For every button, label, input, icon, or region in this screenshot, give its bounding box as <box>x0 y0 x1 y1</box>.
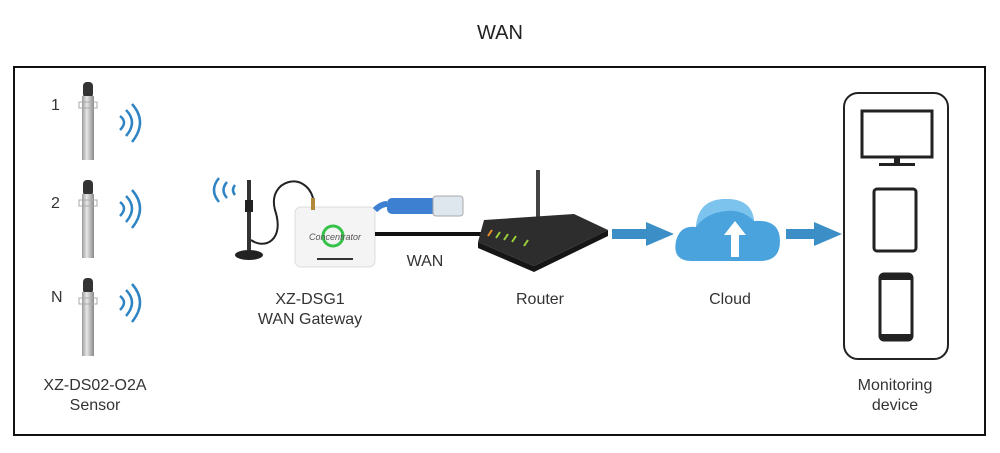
cloud-caption: Cloud <box>709 291 751 308</box>
gateway-model: XZ-DSG1 <box>275 291 345 308</box>
sensor-model: XZ-DS02-O2A <box>43 377 147 394</box>
sensor-2-icon <box>78 180 98 258</box>
gateway-device-text: Concentrator <box>309 232 362 242</box>
arrow-right-icon <box>612 222 674 246</box>
wireless-wave-icon <box>119 283 142 323</box>
antenna-icon <box>235 180 314 260</box>
sensor-caption: Sensor <box>69 397 121 414</box>
monitoring-caption-line2: device <box>871 397 919 414</box>
monitoring-device-panel <box>843 92 949 360</box>
tablet-icon <box>872 187 918 253</box>
monitor-icon <box>860 109 934 166</box>
sensor-group <box>78 82 142 356</box>
gateway-caption: WAN Gateway <box>257 311 363 328</box>
wan-link-label: WAN <box>406 253 444 270</box>
wireless-wave-icon <box>119 103 142 143</box>
wireless-wave-icon <box>119 189 142 229</box>
sensor-n-icon <box>78 278 98 356</box>
arrow-right-icon <box>786 222 842 246</box>
wireless-wave-icon <box>212 177 237 203</box>
upload-arrow-icon <box>724 221 746 257</box>
router-icon <box>478 170 608 272</box>
monitoring-caption-line1: Monitoring <box>857 377 933 394</box>
router-caption: Router <box>515 291 565 308</box>
diagram-title: WAN <box>477 22 523 44</box>
sensor-2-label: 2 <box>51 195 60 212</box>
phone-icon <box>878 272 914 342</box>
gateway-icon: Concentrator <box>212 177 376 268</box>
ethernet-cable-icon <box>372 195 485 236</box>
diagram-frame <box>13 66 986 436</box>
sensor-n-label: N <box>51 289 63 306</box>
sensor-1-label: 1 <box>51 97 60 114</box>
sensor-1-icon <box>78 82 98 160</box>
wan-link-line <box>375 232 485 236</box>
cloud-icon <box>675 199 780 261</box>
